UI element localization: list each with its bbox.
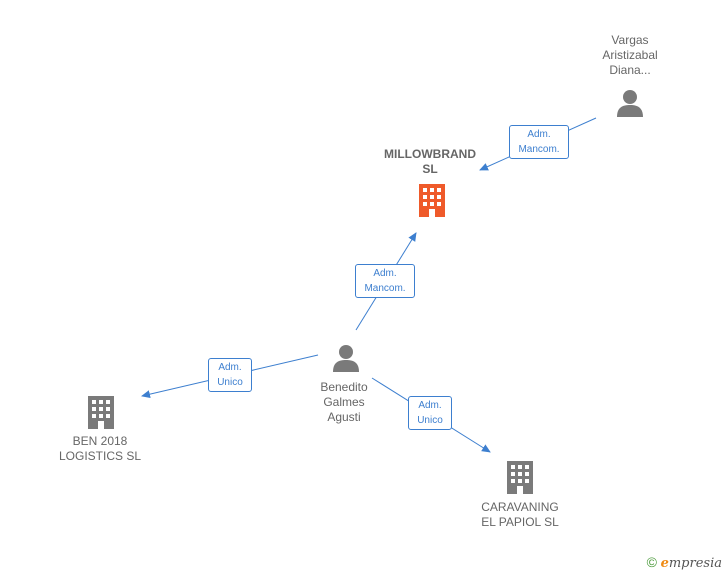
edge-label-line: Unico bbox=[217, 377, 243, 388]
edge-label-benedito-millowbrand: Adm. Mancom. bbox=[355, 264, 415, 298]
building-icon[interactable] bbox=[416, 183, 448, 217]
node-label-line: CARAVANING bbox=[481, 500, 559, 514]
node-label-line: Galmes bbox=[323, 395, 365, 409]
node-label-line: Vargas bbox=[611, 33, 649, 47]
edge-label-line: Adm. bbox=[373, 268, 397, 279]
edge-label-line: Adm. bbox=[527, 129, 551, 140]
node-label-line: BEN 2018 bbox=[72, 434, 128, 448]
node-label-millowbrand[interactable]: MILLOWBRAND SL bbox=[370, 147, 490, 177]
brand-logo: empresia bbox=[661, 556, 722, 571]
person-icon[interactable] bbox=[331, 343, 361, 373]
node-label-caravaning[interactable]: CARAVANING EL PAPIOL SL bbox=[460, 500, 580, 530]
edge-label-vargas-millowbrand: Adm. Mancom. bbox=[509, 125, 569, 159]
edge-label-benedito-caravaning: Adm. Unico bbox=[408, 396, 452, 430]
edge-label-line: Mancom. bbox=[518, 144, 560, 155]
edge-label-benedito-ben2018: Adm. Unico bbox=[208, 358, 252, 392]
node-label-line: SL bbox=[422, 162, 438, 176]
person-icon[interactable] bbox=[615, 88, 645, 118]
node-label-line: Agusti bbox=[327, 410, 361, 424]
brand-rest: mpresia bbox=[668, 556, 722, 571]
edge-label-line: Mancom. bbox=[364, 283, 406, 294]
copyright-icon: © bbox=[646, 554, 657, 570]
node-label-benedito[interactable]: Benedito Galmes Agusti bbox=[294, 380, 394, 425]
edge-label-line: Unico bbox=[417, 415, 443, 426]
building-icon[interactable] bbox=[85, 395, 117, 429]
node-label-line: MILLOWBRAND bbox=[384, 147, 476, 161]
empresia-watermark: © empresia bbox=[647, 554, 722, 571]
node-label-ben2018[interactable]: BEN 2018 LOGISTICS SL bbox=[40, 434, 160, 464]
node-label-line: LOGISTICS SL bbox=[58, 449, 142, 463]
edge-label-line: Adm. bbox=[418, 400, 442, 411]
node-label-line: Diana... bbox=[609, 63, 651, 77]
edge-label-line: Adm. bbox=[218, 362, 242, 373]
building-icon[interactable] bbox=[504, 460, 536, 494]
node-label-vargas[interactable]: Vargas Aristizabal Diana... bbox=[580, 33, 680, 78]
node-label-line: EL PAPIOL SL bbox=[481, 515, 559, 529]
node-label-line: Aristizabal bbox=[602, 48, 658, 62]
node-label-line: Benedito bbox=[320, 380, 368, 394]
brand-initial: e bbox=[660, 556, 669, 571]
